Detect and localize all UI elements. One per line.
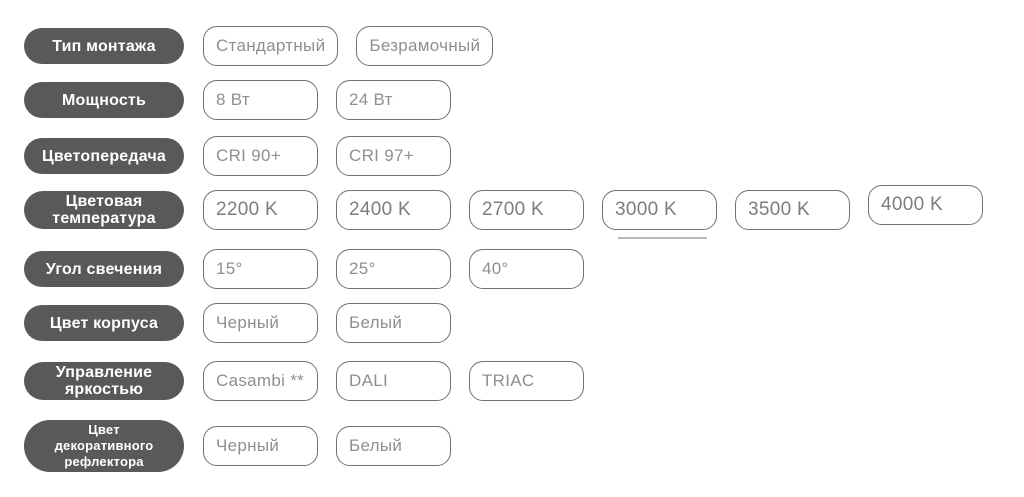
option-color-temperature-3[interactable]: 2700 K: [469, 190, 584, 230]
option-power-2[interactable]: 24 Вт: [336, 80, 451, 120]
row-label-line: температура: [52, 210, 156, 227]
row-label-mounting-type: Тип монтажа: [24, 28, 184, 64]
row-label-line: Мощность: [62, 91, 146, 109]
option-color-temperature-4[interactable]: 3000 K: [602, 190, 717, 230]
option-dimming-1[interactable]: Casambi **: [203, 361, 318, 401]
option-power-1[interactable]: 8 Вт: [203, 80, 318, 120]
scroll-hint-divider: [618, 237, 707, 239]
row-options: Стандартный Безрамочный: [203, 26, 494, 66]
option-reflector-color-2[interactable]: Белый: [336, 426, 451, 466]
option-dimming-3[interactable]: TRIAC: [469, 361, 584, 401]
row-label-line: Угол свечения: [45, 260, 163, 278]
option-reflector-color-1[interactable]: Черный: [203, 426, 318, 466]
row-power: Мощность 8 Вт 24 Вт: [24, 80, 451, 120]
row-options: CRI 90+ CRI 97+: [203, 136, 451, 176]
row-mounting-type: Тип монтажа Стандартный Безрамочный: [24, 26, 494, 66]
row-label-body-color: Цвет корпуса: [24, 305, 184, 341]
row-label-line: Цвет: [88, 422, 120, 437]
row-label-beam-angle: Угол свечения: [24, 251, 184, 287]
option-beam-angle-3[interactable]: 40°: [469, 249, 584, 289]
row-options: 2200 K 2400 K 2700 K 3000 K 3500 K 4000 K: [203, 185, 983, 230]
row-options: 8 Вт 24 Вт: [203, 80, 451, 120]
option-beam-angle-1[interactable]: 15°: [203, 249, 318, 289]
row-options: 15° 25° 40°: [203, 249, 584, 289]
row-label-line: Цветопередача: [41, 147, 167, 165]
row-beam-angle: Угол свечения 15° 25° 40°: [24, 249, 584, 289]
row-label-line: декоративного: [54, 438, 154, 453]
row-label-power: Мощность: [24, 82, 184, 118]
row-label-color-rendering: Цветопередача: [24, 138, 184, 174]
row-body-color: Цвет корпуса Черный Белый: [24, 303, 451, 343]
row-label-line: Управление: [55, 364, 153, 381]
option-body-color-2[interactable]: Белый: [336, 303, 451, 343]
option-color-temperature-2[interactable]: 2400 K: [336, 190, 451, 230]
row-label-line: Тип монтажа: [52, 37, 156, 55]
option-color-temperature-6[interactable]: 4000 K: [868, 185, 983, 225]
row-options: Черный Белый: [203, 303, 451, 343]
option-color-rendering-2[interactable]: CRI 97+: [336, 136, 451, 176]
row-label-line: яркостью: [64, 381, 144, 398]
option-body-color-1[interactable]: Черный: [203, 303, 318, 343]
option-mounting-type-1[interactable]: Стандартный: [203, 26, 339, 66]
row-options: Черный Белый: [203, 426, 451, 466]
row-options: Casambi ** DALI TRIAC: [203, 361, 584, 401]
option-mounting-type-2[interactable]: Безрамочный: [356, 26, 494, 66]
option-color-rendering-1[interactable]: CRI 90+: [203, 136, 318, 176]
option-dimming-2[interactable]: DALI: [336, 361, 451, 401]
row-label-line: Цветовая: [65, 193, 143, 210]
row-label-line: Цвет корпуса: [49, 314, 159, 332]
option-color-temperature-1[interactable]: 2200 K: [203, 190, 318, 230]
option-beam-angle-2[interactable]: 25°: [336, 249, 451, 289]
row-label-line: рефлектора: [64, 454, 144, 469]
option-color-temperature-5[interactable]: 3500 K: [735, 190, 850, 230]
row-color-rendering: Цветопередача CRI 90+ CRI 97+: [24, 136, 451, 176]
